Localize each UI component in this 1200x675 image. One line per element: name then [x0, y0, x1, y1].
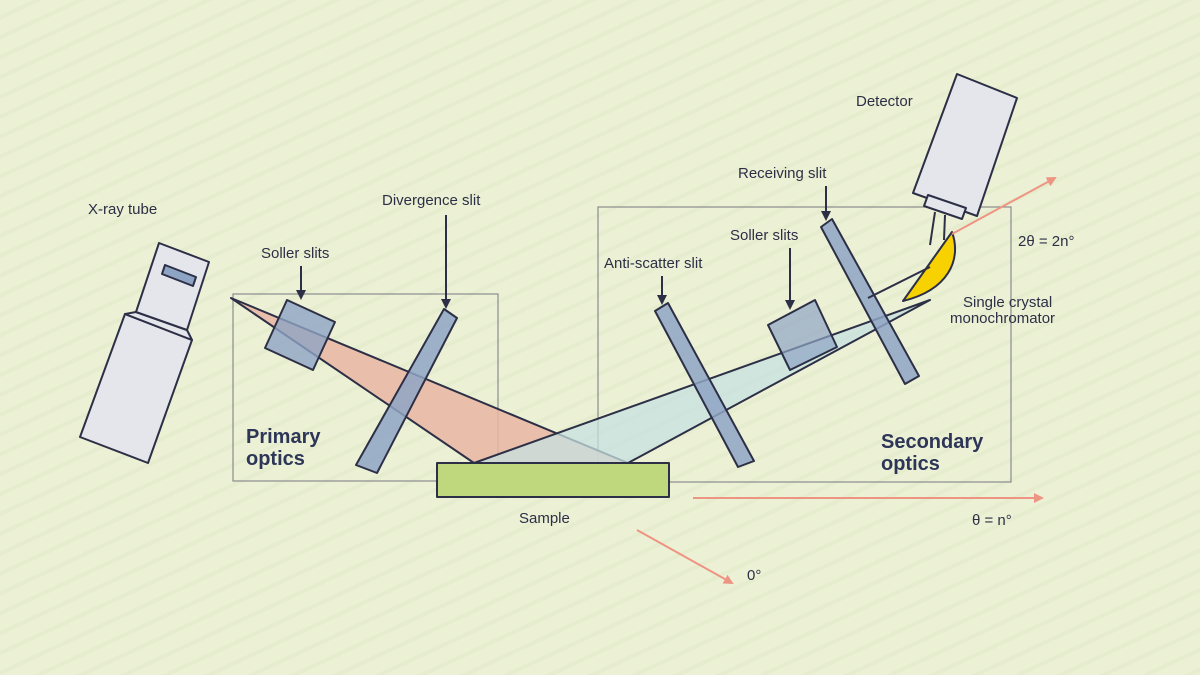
sample [436, 462, 670, 498]
detector [912, 73, 1018, 246]
secondary-optics-box [597, 206, 1012, 483]
soller-slits-primary [264, 299, 336, 371]
label-soller-slits-primary: Soller slits [261, 245, 329, 262]
label-monochromator-line2: monochromator [950, 310, 1055, 327]
label-primary-optics-line2: optics [246, 448, 305, 470]
detector-beam-in-left [929, 211, 936, 246]
label-soller-slits-secondary: Soller slits [730, 227, 798, 244]
xray-tube-body [79, 313, 193, 464]
xray-tube-window [161, 264, 197, 287]
detector-collar [923, 194, 967, 220]
label-primary-optics-line1: Primary [246, 426, 321, 448]
primary-optics-box [232, 293, 499, 482]
receiving-slit [820, 218, 920, 385]
label-theta: θ = n° [972, 512, 1012, 529]
beam-to-monochromator [867, 266, 931, 299]
label-two-theta: 2θ = 2n° [1018, 233, 1074, 250]
label-sample: Sample [519, 510, 570, 527]
label-detector: Detector [856, 93, 913, 110]
label-zero-angle: 0° [747, 567, 761, 584]
divergence-slit [355, 308, 458, 474]
anti-scatter-slit [654, 302, 755, 468]
two-theta-arrow [951, 177, 1057, 235]
label-secondary-optics-line2: optics [881, 453, 940, 475]
detector-body [912, 73, 1018, 217]
label-receiving-slit: Receiving slit [738, 165, 827, 182]
xray-tube [79, 242, 210, 464]
label-divergence-slit: Divergence slit [382, 192, 481, 209]
zero-degree-arrow [636, 529, 734, 584]
xray-tube-head [135, 242, 210, 331]
label-anti-scatter-slit: Anti-scatter slit [604, 255, 703, 272]
label-secondary-optics-line1: Secondary [881, 431, 984, 453]
soller-slits-secondary [767, 299, 838, 371]
label-monochromator-line1: Single crystal [963, 294, 1052, 311]
label-xray-tube: X-ray tube [88, 201, 157, 218]
detector-beam-in-right [943, 214, 946, 241]
